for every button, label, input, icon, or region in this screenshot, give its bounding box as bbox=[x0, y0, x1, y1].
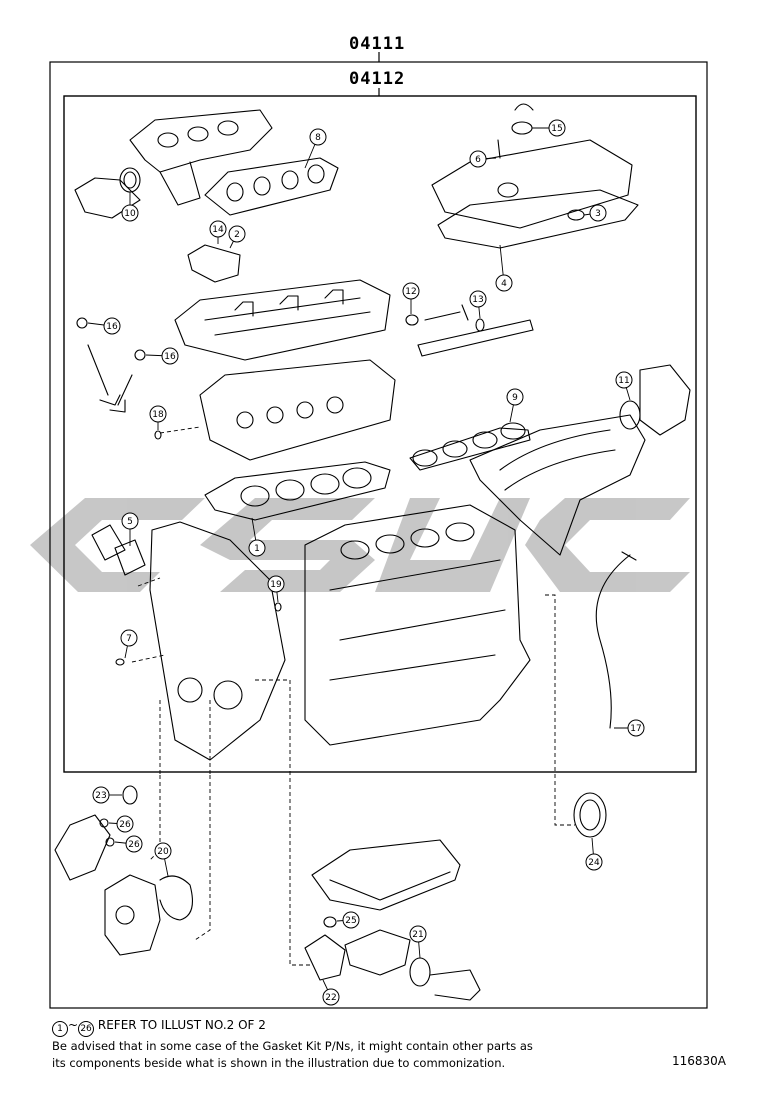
fuel-rail-part bbox=[417, 319, 534, 357]
oil-cap-gasket-part bbox=[511, 121, 533, 135]
oil-dipstick-guide-part bbox=[595, 554, 631, 729]
svg-text:9: 9 bbox=[512, 393, 518, 403]
svg-text:1: 1 bbox=[254, 544, 260, 554]
svg-text:21: 21 bbox=[412, 930, 423, 940]
svg-text:8: 8 bbox=[315, 133, 321, 143]
disclaimer-line-2: its components beside what is shown in t… bbox=[52, 1056, 506, 1070]
callout-26-b: 26 bbox=[125, 835, 143, 853]
svg-text:17: 17 bbox=[630, 724, 641, 734]
cylinder-head-part bbox=[199, 359, 396, 461]
callout-21: 21 bbox=[409, 925, 427, 943]
svg-text:18: 18 bbox=[152, 410, 164, 420]
ref-end-number: 26 bbox=[78, 1021, 95, 1037]
svg-text:22: 22 bbox=[325, 993, 336, 1003]
exhaust-manifold-gasket-part bbox=[204, 157, 339, 216]
svg-text:26: 26 bbox=[119, 820, 131, 830]
ref-start-number: 1 bbox=[52, 1021, 68, 1037]
intake-manifold-gasket-part bbox=[409, 422, 531, 471]
callout-16-valve-seal: 16 bbox=[103, 317, 121, 335]
engine-block-part bbox=[304, 504, 531, 746]
callout-24: 24 bbox=[585, 853, 603, 871]
svg-text:24: 24 bbox=[588, 858, 600, 868]
svg-text:4: 4 bbox=[501, 279, 507, 289]
callout-5: 5 bbox=[121, 512, 139, 530]
oil-pan-part bbox=[311, 839, 461, 911]
rear-oil-seal-part bbox=[573, 792, 607, 838]
callout-11: 11 bbox=[615, 371, 633, 389]
callout-18: 18 bbox=[149, 405, 167, 423]
svg-text:10: 10 bbox=[124, 209, 136, 219]
callout-20: 20 bbox=[154, 842, 172, 860]
svg-text:16: 16 bbox=[106, 322, 118, 332]
callout-19: 19 bbox=[267, 575, 285, 593]
callout-12: 12 bbox=[402, 282, 420, 300]
callout-14: 14 bbox=[209, 220, 227, 238]
cylinder-head-cover-part bbox=[431, 139, 639, 249]
svg-text:20: 20 bbox=[157, 847, 169, 857]
callout-3: 3 bbox=[589, 204, 607, 222]
callout-2: 2 bbox=[228, 225, 246, 243]
svg-text:25: 25 bbox=[345, 916, 356, 926]
kit-number-outer: 04111 bbox=[349, 34, 406, 54]
disclaimer-line-1: Be advised that in some case of the Gask… bbox=[52, 1039, 533, 1053]
water-inlet-part bbox=[344, 929, 411, 976]
cylinder-head-gasket-part bbox=[204, 461, 391, 521]
svg-text:12: 12 bbox=[405, 287, 416, 297]
timing-cover-part bbox=[149, 521, 286, 761]
water-pump-part bbox=[104, 874, 193, 956]
sensor-bracket-part bbox=[187, 244, 241, 283]
svg-text:3: 3 bbox=[595, 209, 601, 219]
callout-4: 4 bbox=[495, 274, 513, 292]
kit-number-inner: 04112 bbox=[349, 69, 406, 89]
svg-text:5: 5 bbox=[127, 517, 133, 527]
intake-manifold-part bbox=[469, 414, 646, 556]
kit-04111-frame bbox=[49, 61, 708, 1009]
kit-04112-frame bbox=[63, 95, 697, 773]
callout-6: 6 bbox=[469, 150, 487, 168]
svg-text:14: 14 bbox=[212, 225, 224, 235]
throttle-body-part bbox=[639, 364, 691, 436]
svg-text:2: 2 bbox=[234, 230, 240, 240]
cylinder-head-upper-part bbox=[174, 279, 391, 361]
svg-text:13: 13 bbox=[472, 295, 483, 305]
svg-text:15: 15 bbox=[551, 124, 562, 134]
callout-1: 1 bbox=[248, 539, 266, 557]
svg-text:16: 16 bbox=[164, 352, 176, 362]
callout-22: 22 bbox=[322, 988, 340, 1006]
callout-7: 7 bbox=[120, 629, 138, 647]
svg-text:11: 11 bbox=[618, 376, 629, 386]
svg-text:19: 19 bbox=[270, 580, 282, 590]
water-outlet-part bbox=[91, 524, 126, 561]
callout-25: 25 bbox=[342, 911, 360, 929]
ref-tilde: ~ bbox=[68, 1018, 79, 1032]
ref-text: REFER TO ILLUST NO.2 OF 2 bbox=[97, 1018, 266, 1032]
oil-filter-bracket-part bbox=[54, 814, 111, 881]
callout-17: 17 bbox=[627, 719, 645, 737]
exhaust-manifold-part bbox=[74, 109, 273, 219]
callout-23: 23 bbox=[92, 786, 110, 804]
callout-26-a: 26 bbox=[116, 815, 134, 833]
callout-9: 9 bbox=[506, 388, 524, 406]
reference-note: 1~26 REFER TO ILLUST NO.2 OF 2 bbox=[52, 1017, 266, 1037]
callout-15: 15 bbox=[548, 119, 566, 137]
callout-13: 13 bbox=[469, 290, 487, 308]
callout-8: 8 bbox=[309, 128, 327, 146]
callout-10: 10 bbox=[121, 204, 139, 222]
watermark-shape bbox=[30, 498, 690, 592]
svg-text:26: 26 bbox=[128, 840, 140, 850]
callout-16-valve-seal-b: 16 bbox=[161, 347, 179, 365]
svg-text:6: 6 bbox=[475, 155, 481, 165]
svg-text:23: 23 bbox=[95, 791, 106, 801]
illustration-code: 116830A bbox=[672, 1054, 727, 1068]
valve-part bbox=[87, 344, 121, 406]
svg-text:7: 7 bbox=[126, 634, 132, 644]
